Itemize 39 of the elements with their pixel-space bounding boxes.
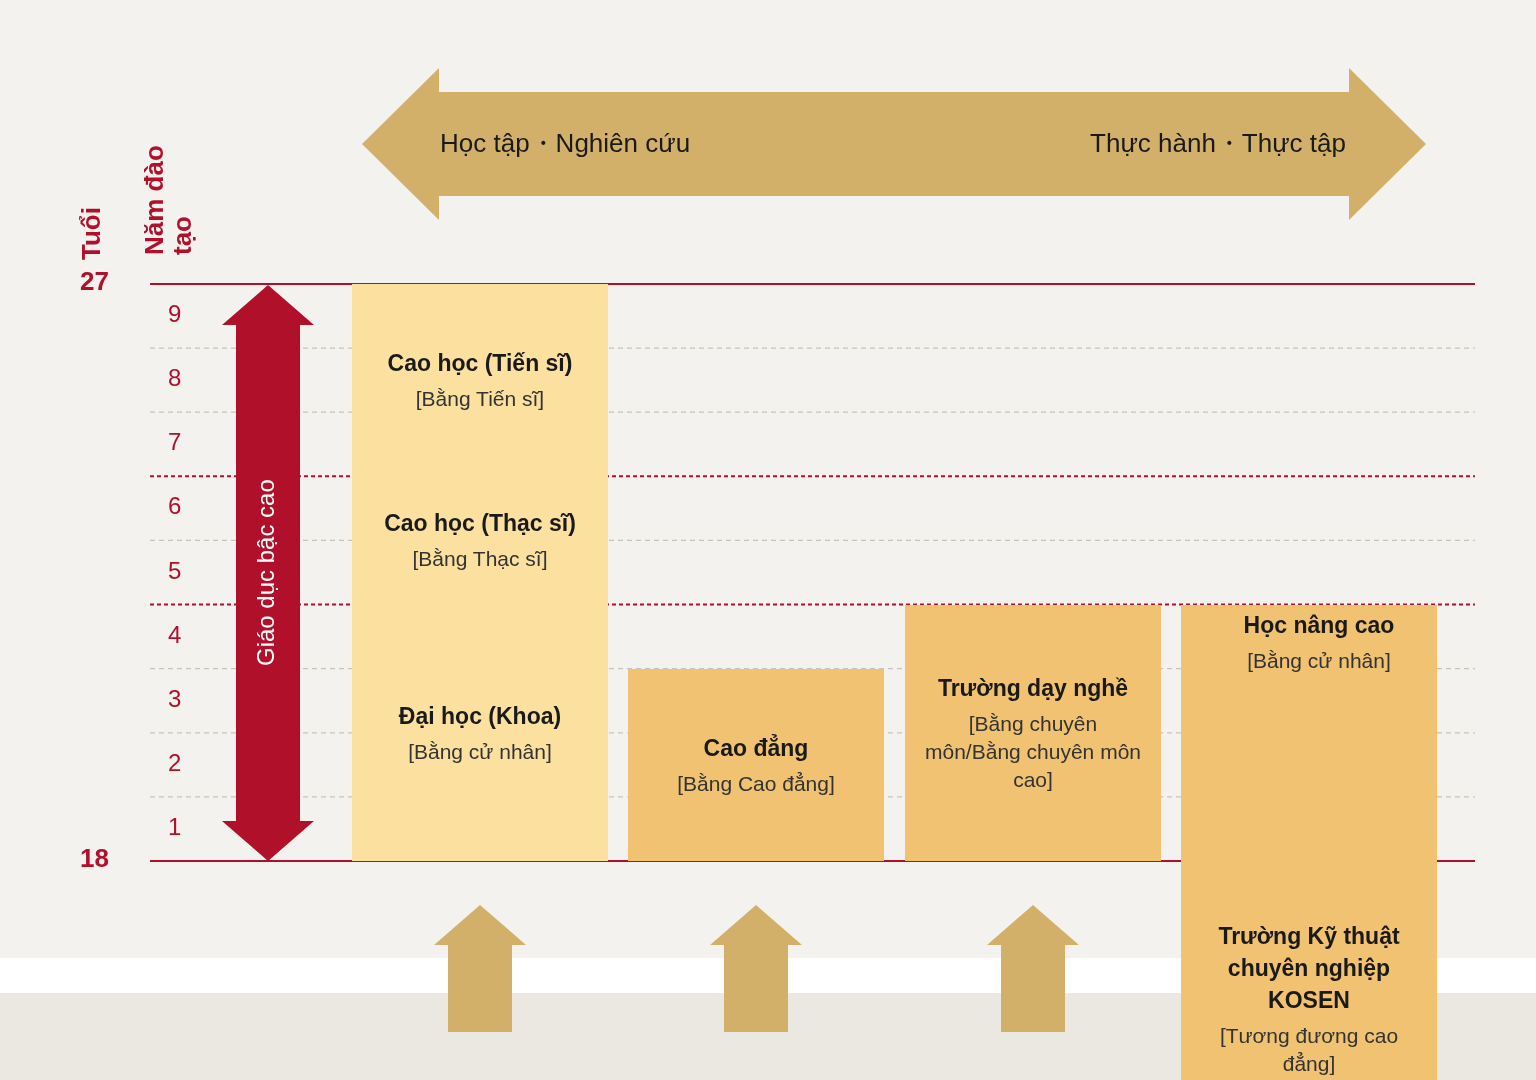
axis-title: Tuổi (76, 206, 107, 260)
program-box (628, 668, 884, 861)
banner-label: Học tập・Nghiên cứu (440, 127, 691, 160)
degree-label: [Bằng chuyên môn/Bằng chuyên môn cao] (924, 710, 1142, 793)
program-title: Cao học (Thạc sĩ) (384, 509, 576, 539)
program-box (1181, 604, 1437, 733)
axis-tick-label: 6 (168, 492, 182, 521)
degree-label: [Bằng cử nhân] (408, 738, 552, 765)
axis-tick-label: 2 (168, 748, 182, 777)
banner-label: Thực hành・Thực tập (1090, 127, 1346, 160)
program-box (352, 604, 608, 861)
program-title: Cao đẳng (703, 733, 809, 763)
axis-tick-label: 3 (168, 684, 182, 713)
axis-tick-label: 9 (168, 300, 182, 329)
axis-tick-label: 8 (168, 364, 182, 393)
block-arrow (710, 905, 802, 1032)
program-title: Học nâng cao (1243, 610, 1395, 640)
axis-tick-label: 1 (168, 812, 182, 841)
program-box (1181, 732, 1437, 1080)
degree-label: [Bằng Thạc sĩ] (412, 546, 548, 573)
program-title: Cao học (Tiến sĩ) (387, 349, 573, 379)
axis-tick-label: 27 (80, 266, 109, 297)
degree-label: [Bằng Tiến sĩ] (415, 386, 545, 413)
program-box (905, 604, 1161, 861)
axis-tick-label: 18 (80, 843, 109, 874)
axis-tick-label: 4 (168, 620, 182, 649)
degree-label: [Tương đương cao đẳng] (1218, 1023, 1400, 1077)
axis-tick-label: 7 (168, 428, 182, 457)
block-arrow (987, 905, 1079, 1032)
degree-label: [Bằng cử nhân] (1247, 647, 1391, 674)
degree-label: [Bằng Cao đẳng] (677, 770, 835, 797)
arrow-label: Giáo dục bậc cao (252, 479, 280, 667)
axis-tick-label: 5 (168, 556, 182, 585)
program-title: Trường Kỹ thuật chuyên nghiệp KOSEN (1217, 922, 1401, 1015)
program-title: Đại học (Khoa) (398, 701, 562, 731)
block-arrow (434, 905, 526, 1032)
program-box (352, 284, 608, 477)
program-title: Trường dạy nghề (937, 673, 1129, 703)
axis-title: Năm đào tạo (140, 144, 196, 255)
